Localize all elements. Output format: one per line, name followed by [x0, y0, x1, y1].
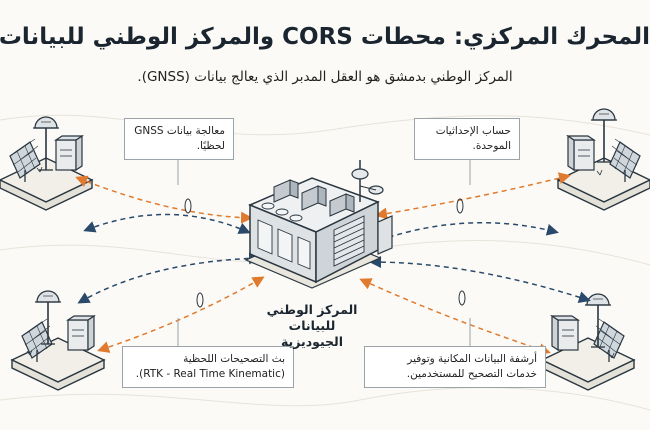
ground-decor [26, 166, 615, 359]
link-bottom-left-blue [77, 252, 261, 304]
info-box-line: حساب الإحداثيات [435, 125, 511, 137]
link-bottom-right-blue [369, 256, 591, 303]
hub-label-line: المركز الوطني للبيانات [266, 302, 358, 333]
info-box-line: بث التصحيحات اللحظية [183, 353, 285, 365]
box-leaders [177, 160, 471, 346]
link-bottom-right-orange [359, 278, 551, 355]
link-top-left-blue [83, 213, 251, 234]
info-box-line: الموحدة. [472, 140, 511, 152]
link-top-left-orange [75, 175, 253, 224]
page-title: المحرك المركزي: محطات CORS والمركز الوطن… [0, 24, 650, 50]
link-top-right-blue [377, 221, 559, 243]
info-box-line: أرشفة البيانات المكانية وتوفير [407, 353, 537, 365]
station-bottom-left [11, 315, 105, 391]
info-box-top-right: حساب الإحداثيات الموحدة. [414, 118, 520, 160]
link-bottom-left-orange [97, 276, 265, 353]
hub-label: المركز الوطني للبيانات الجيوديزية [248, 302, 376, 350]
title-accent: CORS [282, 24, 353, 50]
data-center-icon [244, 160, 393, 289]
info-box-bottom-right: أرشفة البيانات المكانية وتوفير خدمات الت… [364, 346, 546, 388]
title-suffix: والمركز الوطني للبيانات [0, 24, 275, 50]
title-prefix: المحرك المركزي: محطات [360, 24, 650, 50]
info-box-bottom-left: بث التصحيحات اللحظية (RTK - Real Time Ki… [122, 346, 294, 388]
page-subtitle: المركز الوطني بدمشق هو العقل المدبر الذي… [137, 69, 513, 85]
link-top-right-orange [375, 172, 571, 220]
gnss-antenna-icon [590, 108, 618, 163]
satellite-dish-icon [351, 168, 384, 195]
info-box-top-left: معالجة بيانات GNSS لحظيًا. [124, 118, 234, 160]
info-box-line: لحظيًا. [196, 140, 225, 152]
connectors [75, 172, 591, 355]
info-box-line: (RTK - Real Time Kinematic). [135, 368, 285, 380]
hub-label-line: الجيوديزية [280, 334, 344, 349]
station-bottom-right [541, 315, 635, 391]
info-box-line: خدمات التصحيح للمستخدمين. [406, 368, 537, 380]
info-box-line: معالجة بيانات GNSS [134, 125, 225, 137]
